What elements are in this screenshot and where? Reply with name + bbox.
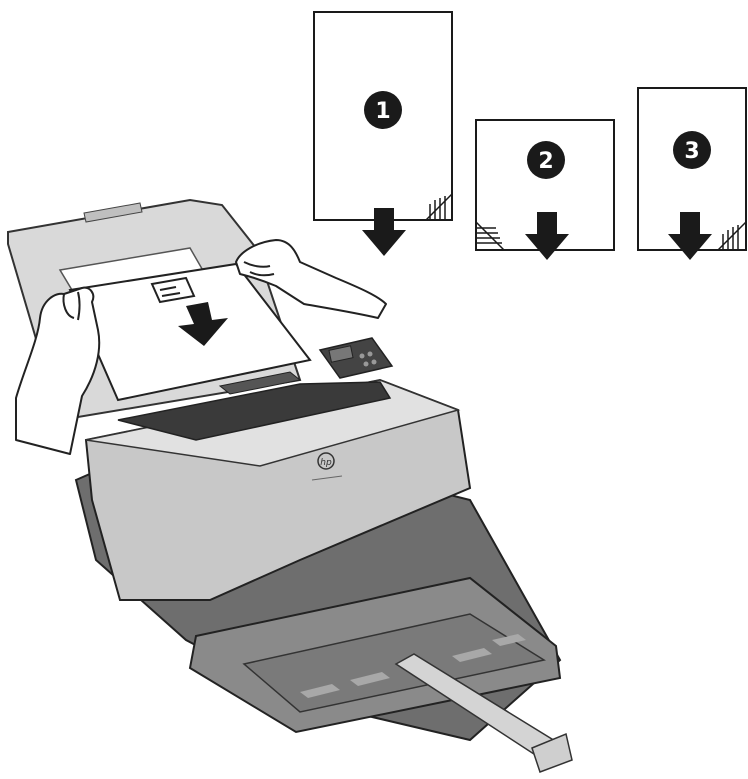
document-stack	[68, 262, 312, 402]
lcd-display	[328, 345, 354, 363]
panel-buttons	[359, 351, 377, 367]
left-hand	[15, 286, 101, 455]
svg-text:hp: hp	[320, 458, 332, 468]
page-1-dogear	[425, 193, 453, 221]
page-3-number-badge	[673, 131, 711, 169]
paper-guide	[218, 371, 302, 395]
page-1-diagram: 1	[313, 11, 453, 256]
down-arrow-icon	[525, 212, 569, 260]
page-1-number-badge	[364, 91, 402, 129]
page-icon	[150, 276, 196, 304]
right-hand	[235, 239, 387, 319]
page-3-number: 3	[684, 139, 699, 164]
page-2-number-badge	[527, 141, 565, 179]
page-3-diagram: 3	[637, 87, 747, 260]
page-2-dogear	[475, 221, 505, 251]
down-arrow-icon	[362, 208, 406, 256]
output-tray-ridges	[300, 634, 526, 698]
page-3-dogear	[717, 221, 747, 251]
down-arrow-icon	[178, 302, 228, 346]
hp-logo-icon: hp	[311, 452, 343, 481]
page-1-number: 1	[375, 99, 390, 124]
paper-stop	[531, 732, 573, 773]
page-2-diagram: 2	[475, 119, 615, 260]
feeder-throat	[117, 381, 392, 441]
down-arrow-icon	[668, 212, 712, 260]
page-2-number: 2	[538, 149, 553, 174]
tray-extension-tab	[83, 202, 143, 223]
